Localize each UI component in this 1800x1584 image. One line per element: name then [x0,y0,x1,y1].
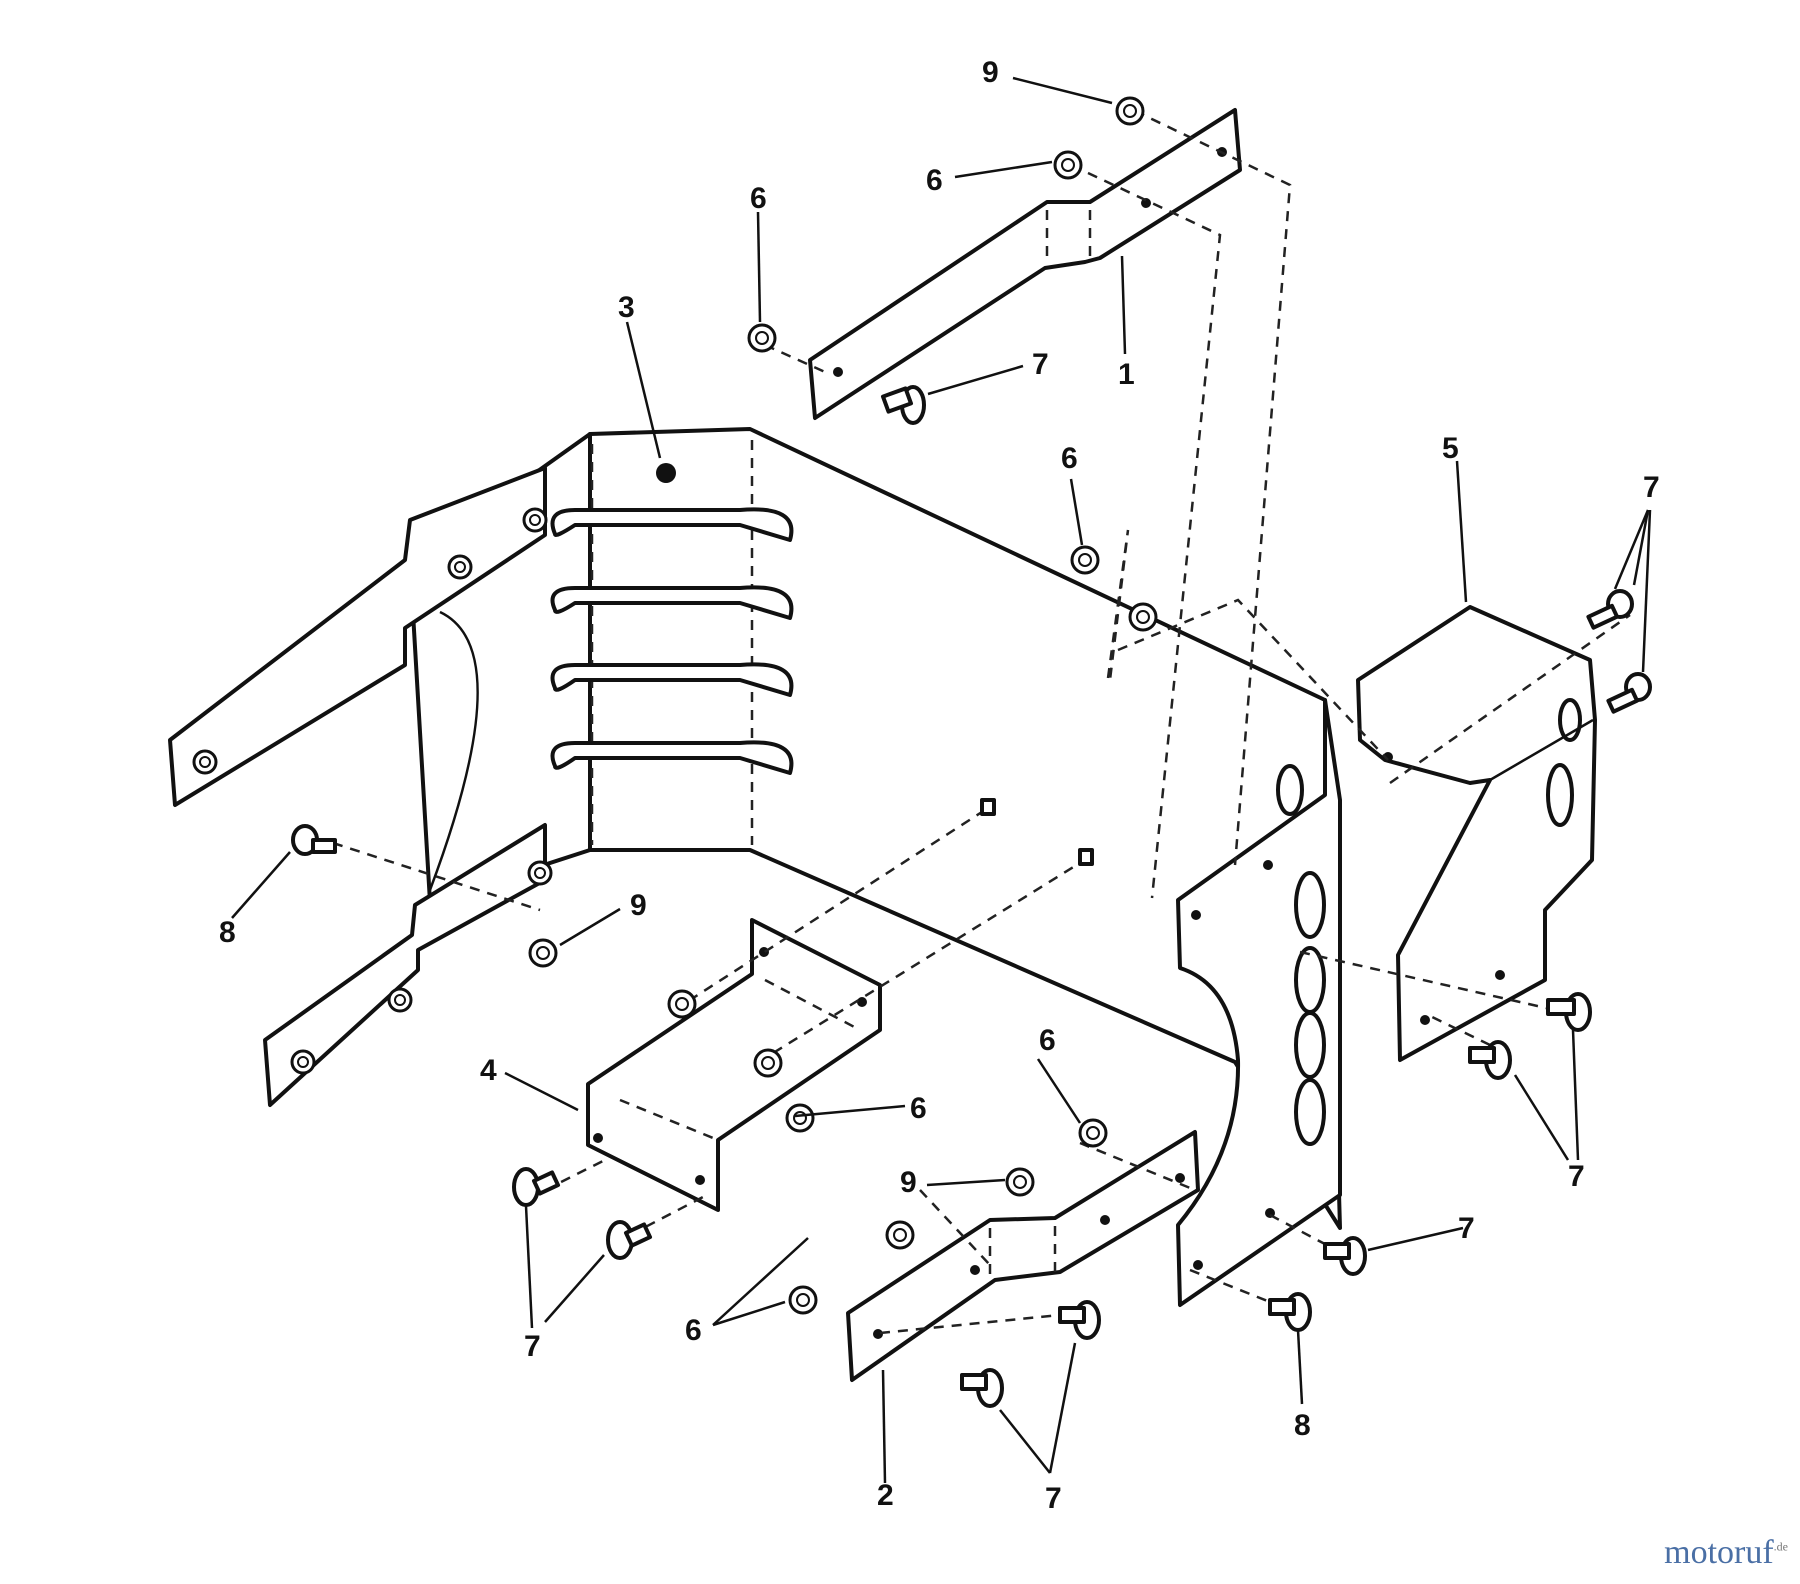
bolt-7-bracket5-a [1546,992,1592,1032]
callout-7-top: 7 [1032,348,1049,381]
callout-7-tray-bottom: 7 [524,1330,541,1363]
bolt-7-bracket5-b [1468,1040,1512,1080]
callout-9-top: 9 [982,56,999,89]
lower-bracket-part-2 [846,1130,1200,1382]
callout-1: 1 [1118,358,1135,391]
tray-part-4 [586,918,882,1212]
callout-6-lower-left: 6 [685,1314,702,1347]
callout-7-right-bottom: 7 [1568,1160,1585,1193]
bolt-7-right-a [1586,589,1634,630]
main-housing-part-3 [168,427,1342,1307]
bolt-8-left [291,824,337,856]
callout-2: 2 [877,1479,894,1512]
callout-9-left: 9 [630,889,647,922]
callout-6-lower-middle: 6 [1039,1024,1056,1057]
callout-8-bottom: 8 [1294,1409,1311,1442]
callout-9-lower: 9 [900,1166,917,1199]
bolt-7-lower-b [960,1368,1004,1408]
bolt-7-tray-a [512,1167,561,1207]
stud-a [980,798,996,816]
bolt-7-tray-b [606,1220,653,1260]
watermark: motoruf.de [1664,1534,1788,1572]
callout-6-middle: 6 [1061,442,1078,475]
stud-b [1078,848,1094,866]
callout-5: 5 [1442,432,1459,465]
callout-8-left: 8 [219,916,236,949]
hardware-nuts [528,96,1158,1315]
bolt-7-top [880,385,926,425]
bolt-7-lower-a [1058,1300,1101,1340]
callout-7-bottom: 7 [1045,1482,1062,1515]
bolt-7-right-b [1606,672,1652,714]
callout-4: 4 [480,1054,497,1087]
callout-7-side: 7 [1458,1212,1475,1245]
callout-3: 3 [618,291,635,324]
watermark-suffix: .de [1773,1539,1788,1554]
leader-lines [231,76,1652,1484]
bolt-8-bottom [1268,1292,1312,1332]
bolt-7-side [1323,1236,1367,1276]
right-bracket-part-5 [1356,605,1597,1062]
upper-bracket-part-1 [808,108,1242,420]
hardware-bolts [291,385,1652,1408]
assembly-lines [332,109,1631,1335]
callout-6-tray: 6 [910,1092,927,1125]
watermark-text: motoruf [1664,1534,1774,1571]
callout-6-upper-left: 6 [750,182,767,215]
callout-7-right-top: 7 [1643,471,1660,504]
callout-6-top: 6 [926,164,943,197]
callout-labels: 9 6 6 1 7 3 6 5 7 8 9 4 6 6 9 7 7 6 7 2 … [219,56,1660,1515]
